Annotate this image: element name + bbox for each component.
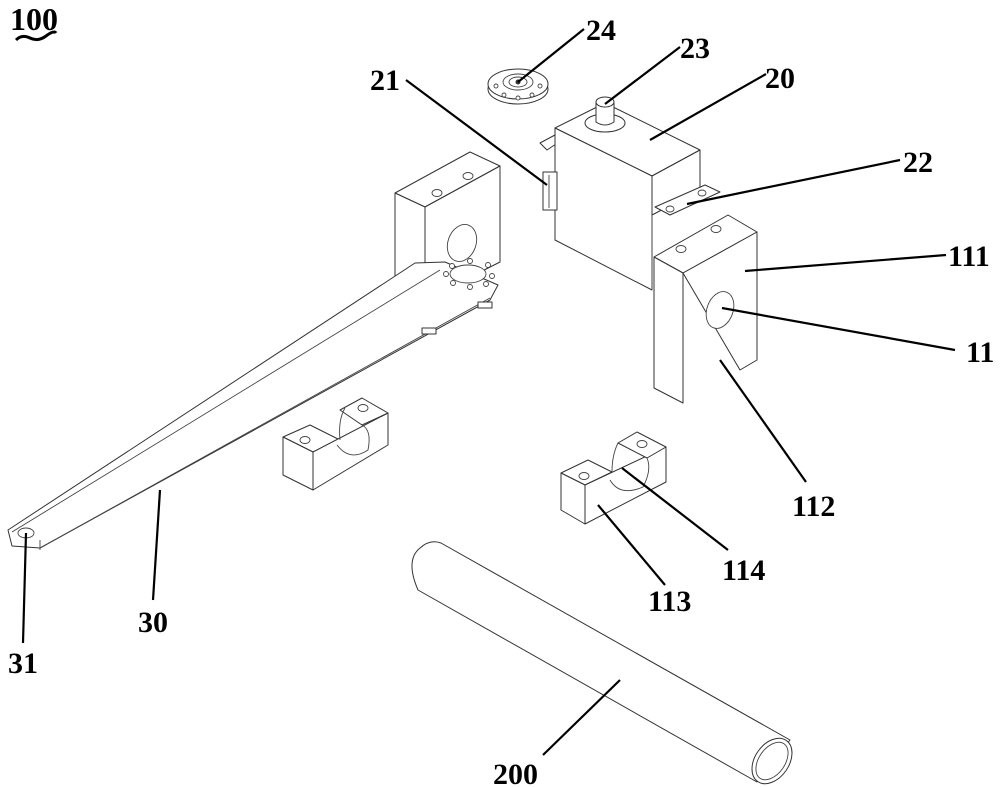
left-lower-clamp-block — [283, 398, 388, 490]
label-114: 114 — [722, 554, 765, 587]
leader-113 — [598, 505, 665, 585]
leader-112 — [720, 360, 806, 482]
leader-30 — [153, 490, 160, 600]
leader-200 — [543, 680, 620, 755]
arm-30 — [8, 259, 498, 551]
leader-31 — [23, 533, 26, 643]
label-111: 111 — [948, 240, 990, 273]
flange-disc-24 — [488, 69, 548, 104]
leader-lines — [23, 29, 955, 755]
label-11: 11 — [966, 336, 994, 369]
label-20: 20 — [765, 62, 795, 95]
leader-23 — [605, 47, 680, 104]
leader-20 — [650, 74, 766, 140]
upper-clamp-block-111 — [654, 215, 757, 403]
connector-21 — [543, 172, 557, 210]
label-24: 24 — [586, 14, 616, 47]
labels: 100 24 23 20 21 22 111 11 112 114 113 30… — [8, 1, 994, 787]
label-112: 112 — [792, 490, 835, 523]
label-22: 22 — [903, 146, 933, 179]
leader-24 — [518, 29, 584, 82]
label-113: 113 — [648, 585, 691, 618]
leader-22 — [687, 160, 900, 204]
label-23: 23 — [680, 32, 710, 65]
label-21: 21 — [370, 64, 400, 97]
label-31: 31 — [8, 647, 38, 680]
lower-clamp-block-113 — [561, 432, 666, 524]
label-30: 30 — [138, 606, 168, 639]
leader-114 — [622, 468, 728, 550]
leader-111 — [745, 255, 946, 271]
label-200: 200 — [493, 758, 538, 787]
